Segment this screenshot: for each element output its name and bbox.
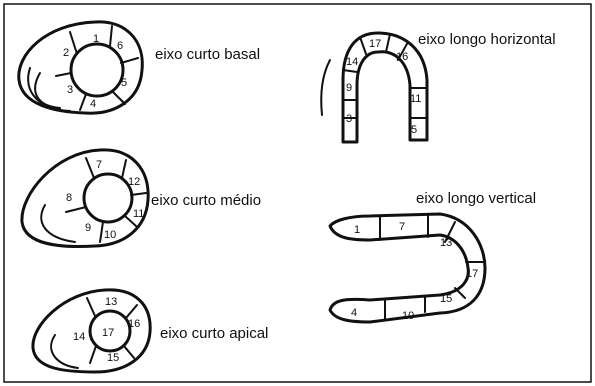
segment-label: 16: [128, 318, 140, 330]
segment-label: 13: [440, 237, 452, 249]
horizontal-long-axis-figure: 17 14 9 3 16 11 5: [321, 33, 427, 142]
segment-label: 14: [73, 331, 85, 343]
segment-label: 4: [351, 307, 357, 319]
segment-label: 5: [121, 77, 127, 89]
segment-label: 17: [466, 268, 478, 280]
segment-label: 16: [396, 51, 408, 63]
label-vertical: eixo longo vertical: [416, 190, 536, 207]
segment-label: 1: [354, 224, 360, 236]
segment-label: 3: [346, 113, 352, 125]
segment-label: 9: [85, 222, 91, 234]
segment-label: 5: [411, 124, 417, 136]
vertical-long-axis-figure: 1 7 13 17 15 10 4: [330, 214, 485, 322]
segment-label: 11: [133, 208, 144, 220]
segment-label: 3: [67, 84, 73, 96]
segment-label: 7: [96, 159, 102, 171]
segment-label: 14: [346, 56, 358, 68]
segment-label: 4: [90, 98, 96, 110]
label-apical: eixo curto apical: [160, 325, 268, 342]
mid-short-axis-figure: 7 8 9 10 11 12: [22, 150, 148, 247]
segment-label: 10: [402, 310, 414, 322]
segment-label: 6: [117, 40, 123, 52]
label-basal: eixo curto basal: [155, 46, 260, 63]
basal-short-axis-figure: 1 2 3 4 5 6: [19, 22, 143, 113]
segment-label: 9: [346, 82, 352, 94]
segment-label: 2: [63, 47, 69, 59]
segment-label: 12: [128, 176, 140, 188]
segment-label: 13: [105, 296, 117, 308]
segment-label: 8: [66, 192, 72, 204]
segment-label: 7: [399, 221, 405, 233]
segment-label: 17: [369, 38, 381, 50]
segment-label: 10: [104, 229, 116, 241]
segment-label: 15: [440, 293, 452, 305]
segment-label: 1: [93, 33, 99, 45]
label-medio: eixo curto médio: [151, 192, 261, 209]
segment-label: 11: [410, 93, 421, 105]
apical-short-axis-figure: 13 14 15 16 17: [33, 290, 150, 372]
segment-label: 17: [102, 327, 114, 339]
label-horizontal: eixo longo horizontal: [418, 31, 556, 48]
segment-label: 15: [107, 352, 119, 364]
